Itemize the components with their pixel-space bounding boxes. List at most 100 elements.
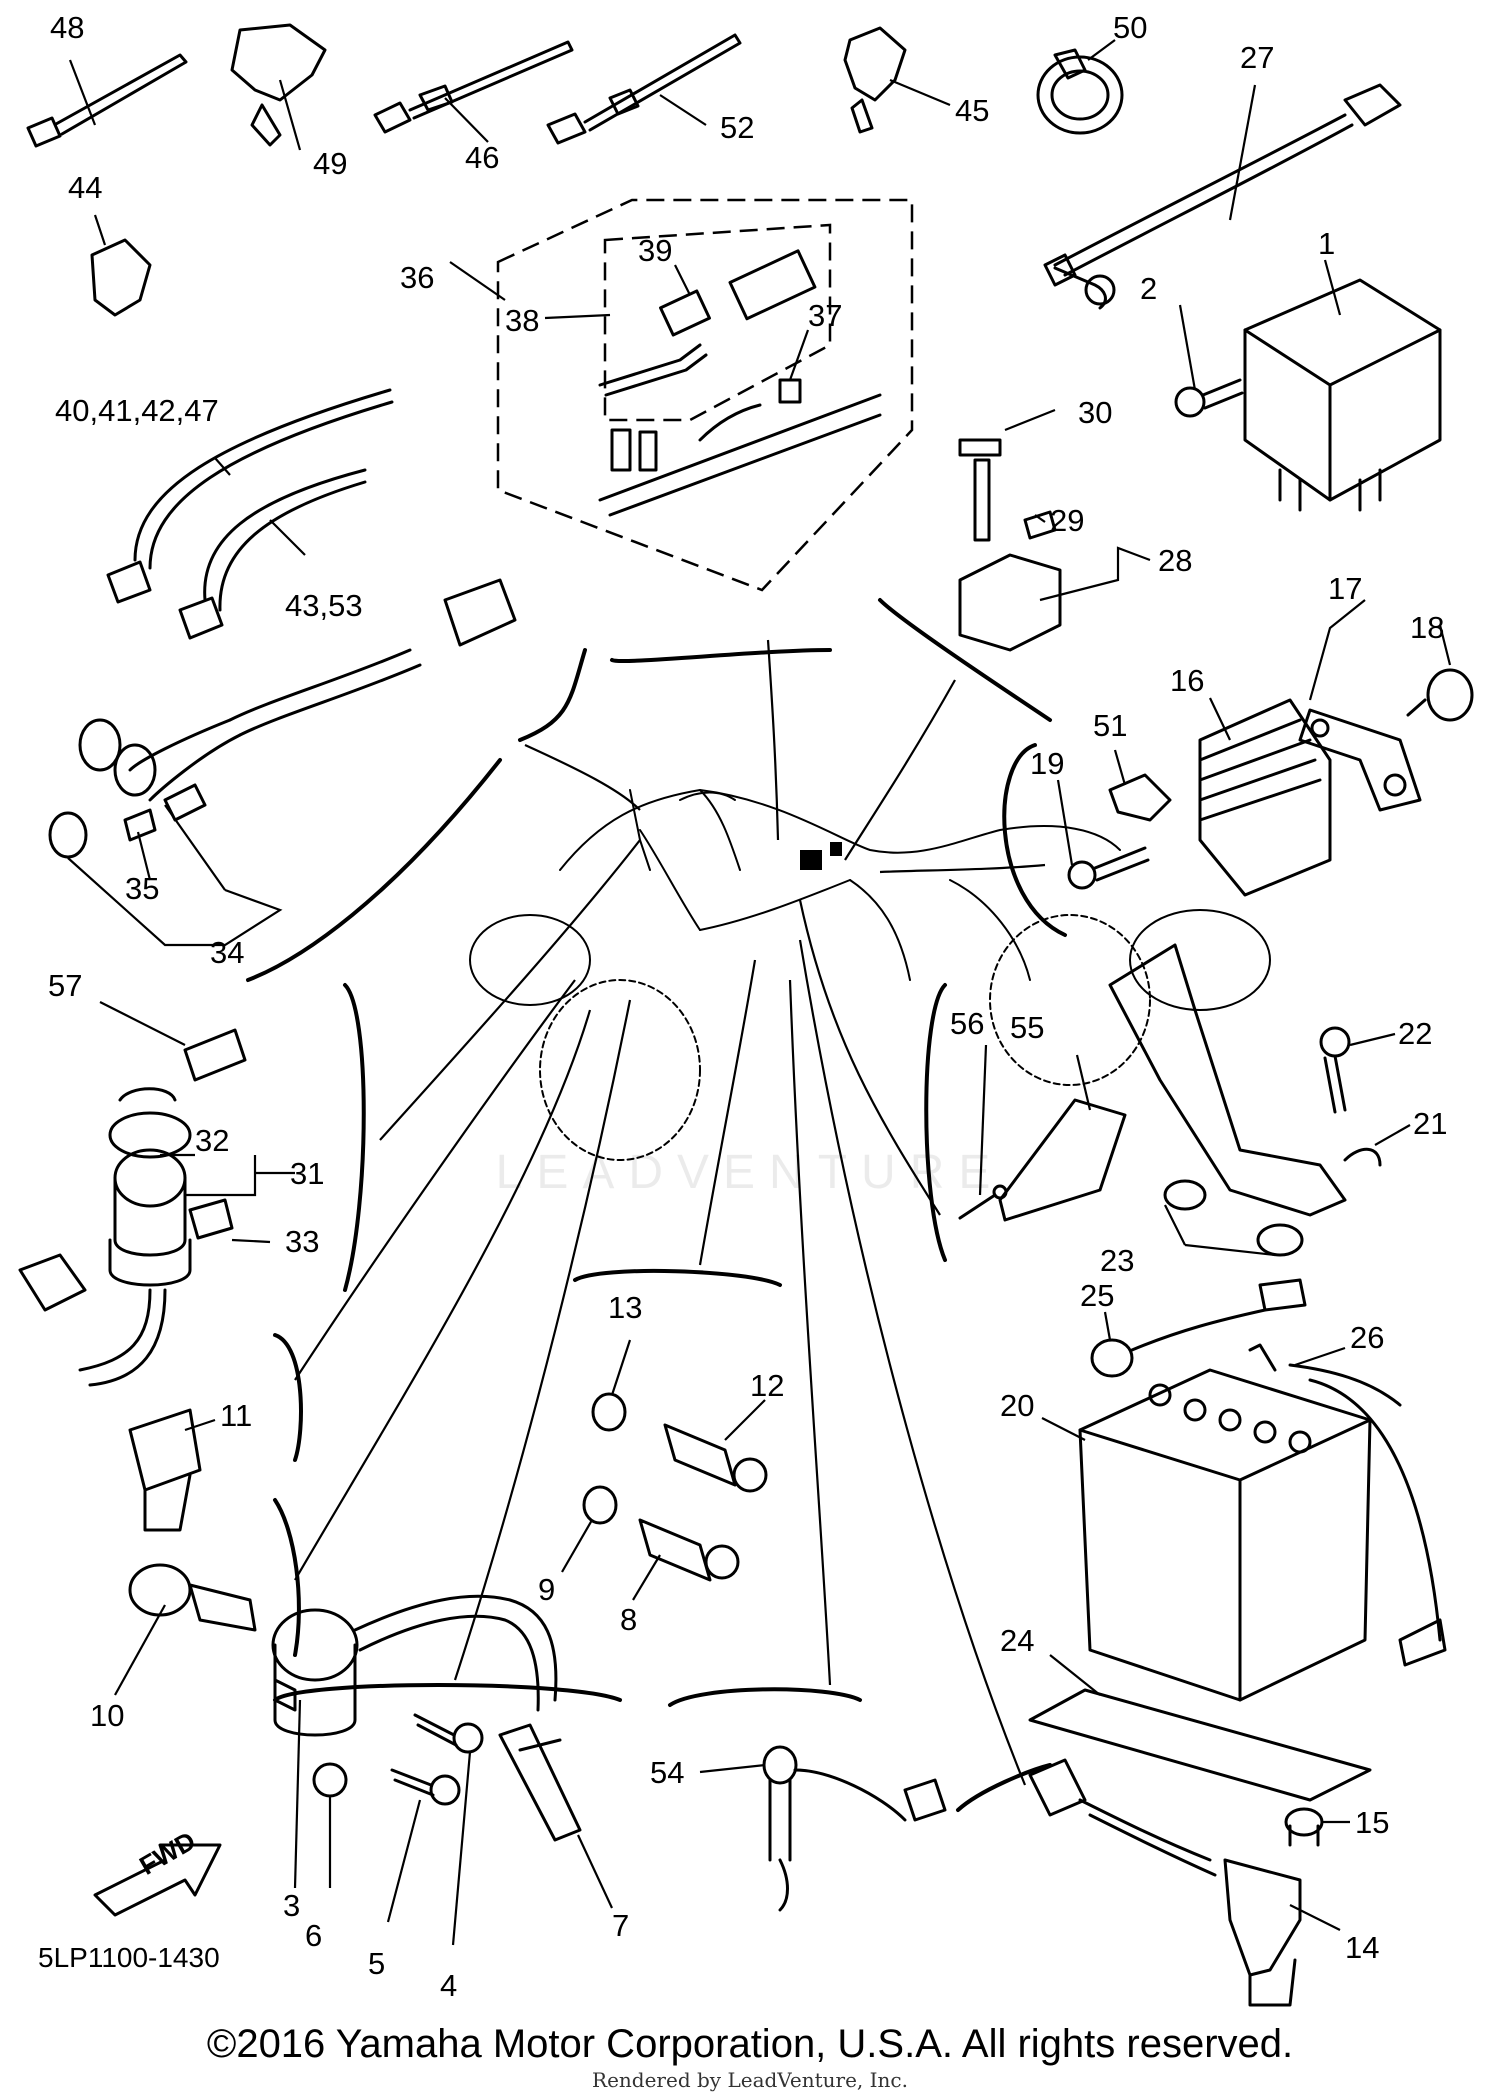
callout-38: 38	[505, 303, 540, 338]
atv-outline	[469, 789, 1271, 1161]
callout-16: 16	[1170, 663, 1205, 698]
connector-leaders	[294, 639, 1046, 1786]
cable-tie-43	[178, 468, 367, 640]
washer-6	[312, 1762, 348, 1798]
callout-23: 23	[1100, 1243, 1135, 1278]
ignition-coil-3	[271, 1594, 558, 1737]
callout-26: 26	[1350, 1320, 1385, 1355]
callout-50: 50	[1113, 10, 1148, 45]
bolt-19-band-51	[1067, 773, 1172, 890]
callout-24: 24	[1000, 1623, 1035, 1658]
clamp-45	[843, 26, 907, 134]
callout-30: 30	[1078, 395, 1113, 430]
callout-25: 25	[1080, 1278, 1115, 1313]
callout-3: 3	[283, 1888, 301, 1923]
part-code: 5LP1100-1430	[38, 1942, 220, 1973]
rivet-56	[958, 1184, 1008, 1220]
clamp-50	[1036, 48, 1124, 135]
callout-48: 48	[50, 10, 85, 45]
wire-harness-27	[1043, 83, 1402, 310]
callout-15: 15	[1355, 1805, 1390, 1840]
reverse-switch-8	[582, 1485, 740, 1582]
wire-harness-34	[48, 578, 517, 859]
thermo-switch-11	[128, 1408, 202, 1532]
callout-11: 11	[220, 1398, 253, 1433]
callout-54: 54	[650, 1755, 685, 1790]
bolt-5	[390, 1768, 461, 1806]
callout-45: 45	[955, 93, 990, 128]
callout-5: 5	[368, 1946, 386, 1981]
callout-37: 37	[808, 298, 843, 333]
plug-cap-7	[498, 1723, 582, 1842]
main-switch-31	[18, 1028, 247, 1387]
damper-18	[1406, 668, 1474, 722]
callout-10: 10	[90, 1698, 125, 1733]
cable-tie-52	[546, 33, 742, 145]
callout-28: 28	[1158, 543, 1193, 578]
callout-18: 18	[1410, 610, 1445, 645]
callout-34: 34	[210, 935, 245, 970]
callout-49: 49	[313, 146, 348, 181]
callout-22: 22	[1398, 1016, 1433, 1051]
cable-tie-40	[106, 388, 394, 604]
callout-40-41-42-47: 40,41,42,47	[55, 393, 219, 428]
copyright-notice: ©2016 Yamaha Motor Corporation, U.S.A. A…	[206, 2022, 1294, 2066]
callout-20: 20	[1000, 1388, 1035, 1423]
callout-21: 21	[1413, 1106, 1448, 1141]
callout-57: 57	[48, 968, 83, 1003]
speed-sensor-14	[1028, 1758, 1302, 2007]
callout-51: 51	[1093, 708, 1128, 743]
callout-32: 32	[195, 1123, 230, 1158]
damper-23	[1163, 1179, 1304, 1257]
callout-52: 52	[720, 110, 755, 145]
bolt-4	[413, 1713, 484, 1754]
cable-tie-46	[373, 40, 574, 134]
callout-13: 13	[608, 1290, 643, 1325]
callout-9: 9	[538, 1572, 556, 1607]
forward-arrow-icon	[93, 1843, 222, 1917]
callout-33: 33	[285, 1224, 320, 1259]
callout-35: 35	[125, 871, 160, 906]
clamp-49	[230, 23, 327, 147]
region-braces	[246, 598, 1067, 1812]
callout-8: 8	[620, 1602, 638, 1637]
watermark: LEADVENTURE	[495, 1146, 1005, 1199]
starter-relay-28	[958, 438, 1062, 652]
battery-cable-25	[1090, 1278, 1307, 1378]
battery-20	[1078, 1368, 1372, 1702]
cable-tie-48	[26, 53, 188, 148]
callout-19: 19	[1030, 746, 1065, 781]
switch-10	[128, 1563, 257, 1632]
bracket-17	[1298, 708, 1422, 812]
cover-55	[998, 1098, 1127, 1222]
callout-31: 31	[290, 1156, 325, 1191]
callout-44: 44	[68, 170, 103, 205]
battery-band-21	[1108, 943, 1382, 1217]
callout-56: 56	[950, 1006, 985, 1041]
switch-54	[762, 1745, 947, 1912]
callout-12: 12	[750, 1368, 785, 1403]
bolt-15	[1284, 1807, 1324, 1847]
screw-2	[1174, 378, 1244, 418]
bolt-22	[1319, 1026, 1351, 1114]
callout-leaders	[67, 39, 1452, 1946]
clamp-44	[90, 238, 152, 317]
rectifier-regulator-16	[1198, 698, 1332, 897]
callout-27: 27	[1240, 40, 1275, 75]
callout-2: 2	[1140, 271, 1158, 306]
battery-plate-24	[1028, 1688, 1372, 1802]
callout-1: 1	[1318, 226, 1336, 261]
neutral-switch-12	[591, 1392, 768, 1493]
callout-39: 39	[638, 233, 673, 268]
callout-4: 4	[440, 1968, 458, 2003]
ecu-1	[1243, 278, 1442, 512]
battery-cable-26	[1248, 1343, 1447, 1667]
callout-46: 46	[465, 140, 500, 175]
wire-harness-kit-box	[496, 198, 914, 592]
callout-43-53: 43,53	[285, 588, 363, 623]
callout-17: 17	[1328, 571, 1363, 606]
callout-55: 55	[1010, 1010, 1045, 1045]
callout-29: 29	[1050, 503, 1085, 538]
